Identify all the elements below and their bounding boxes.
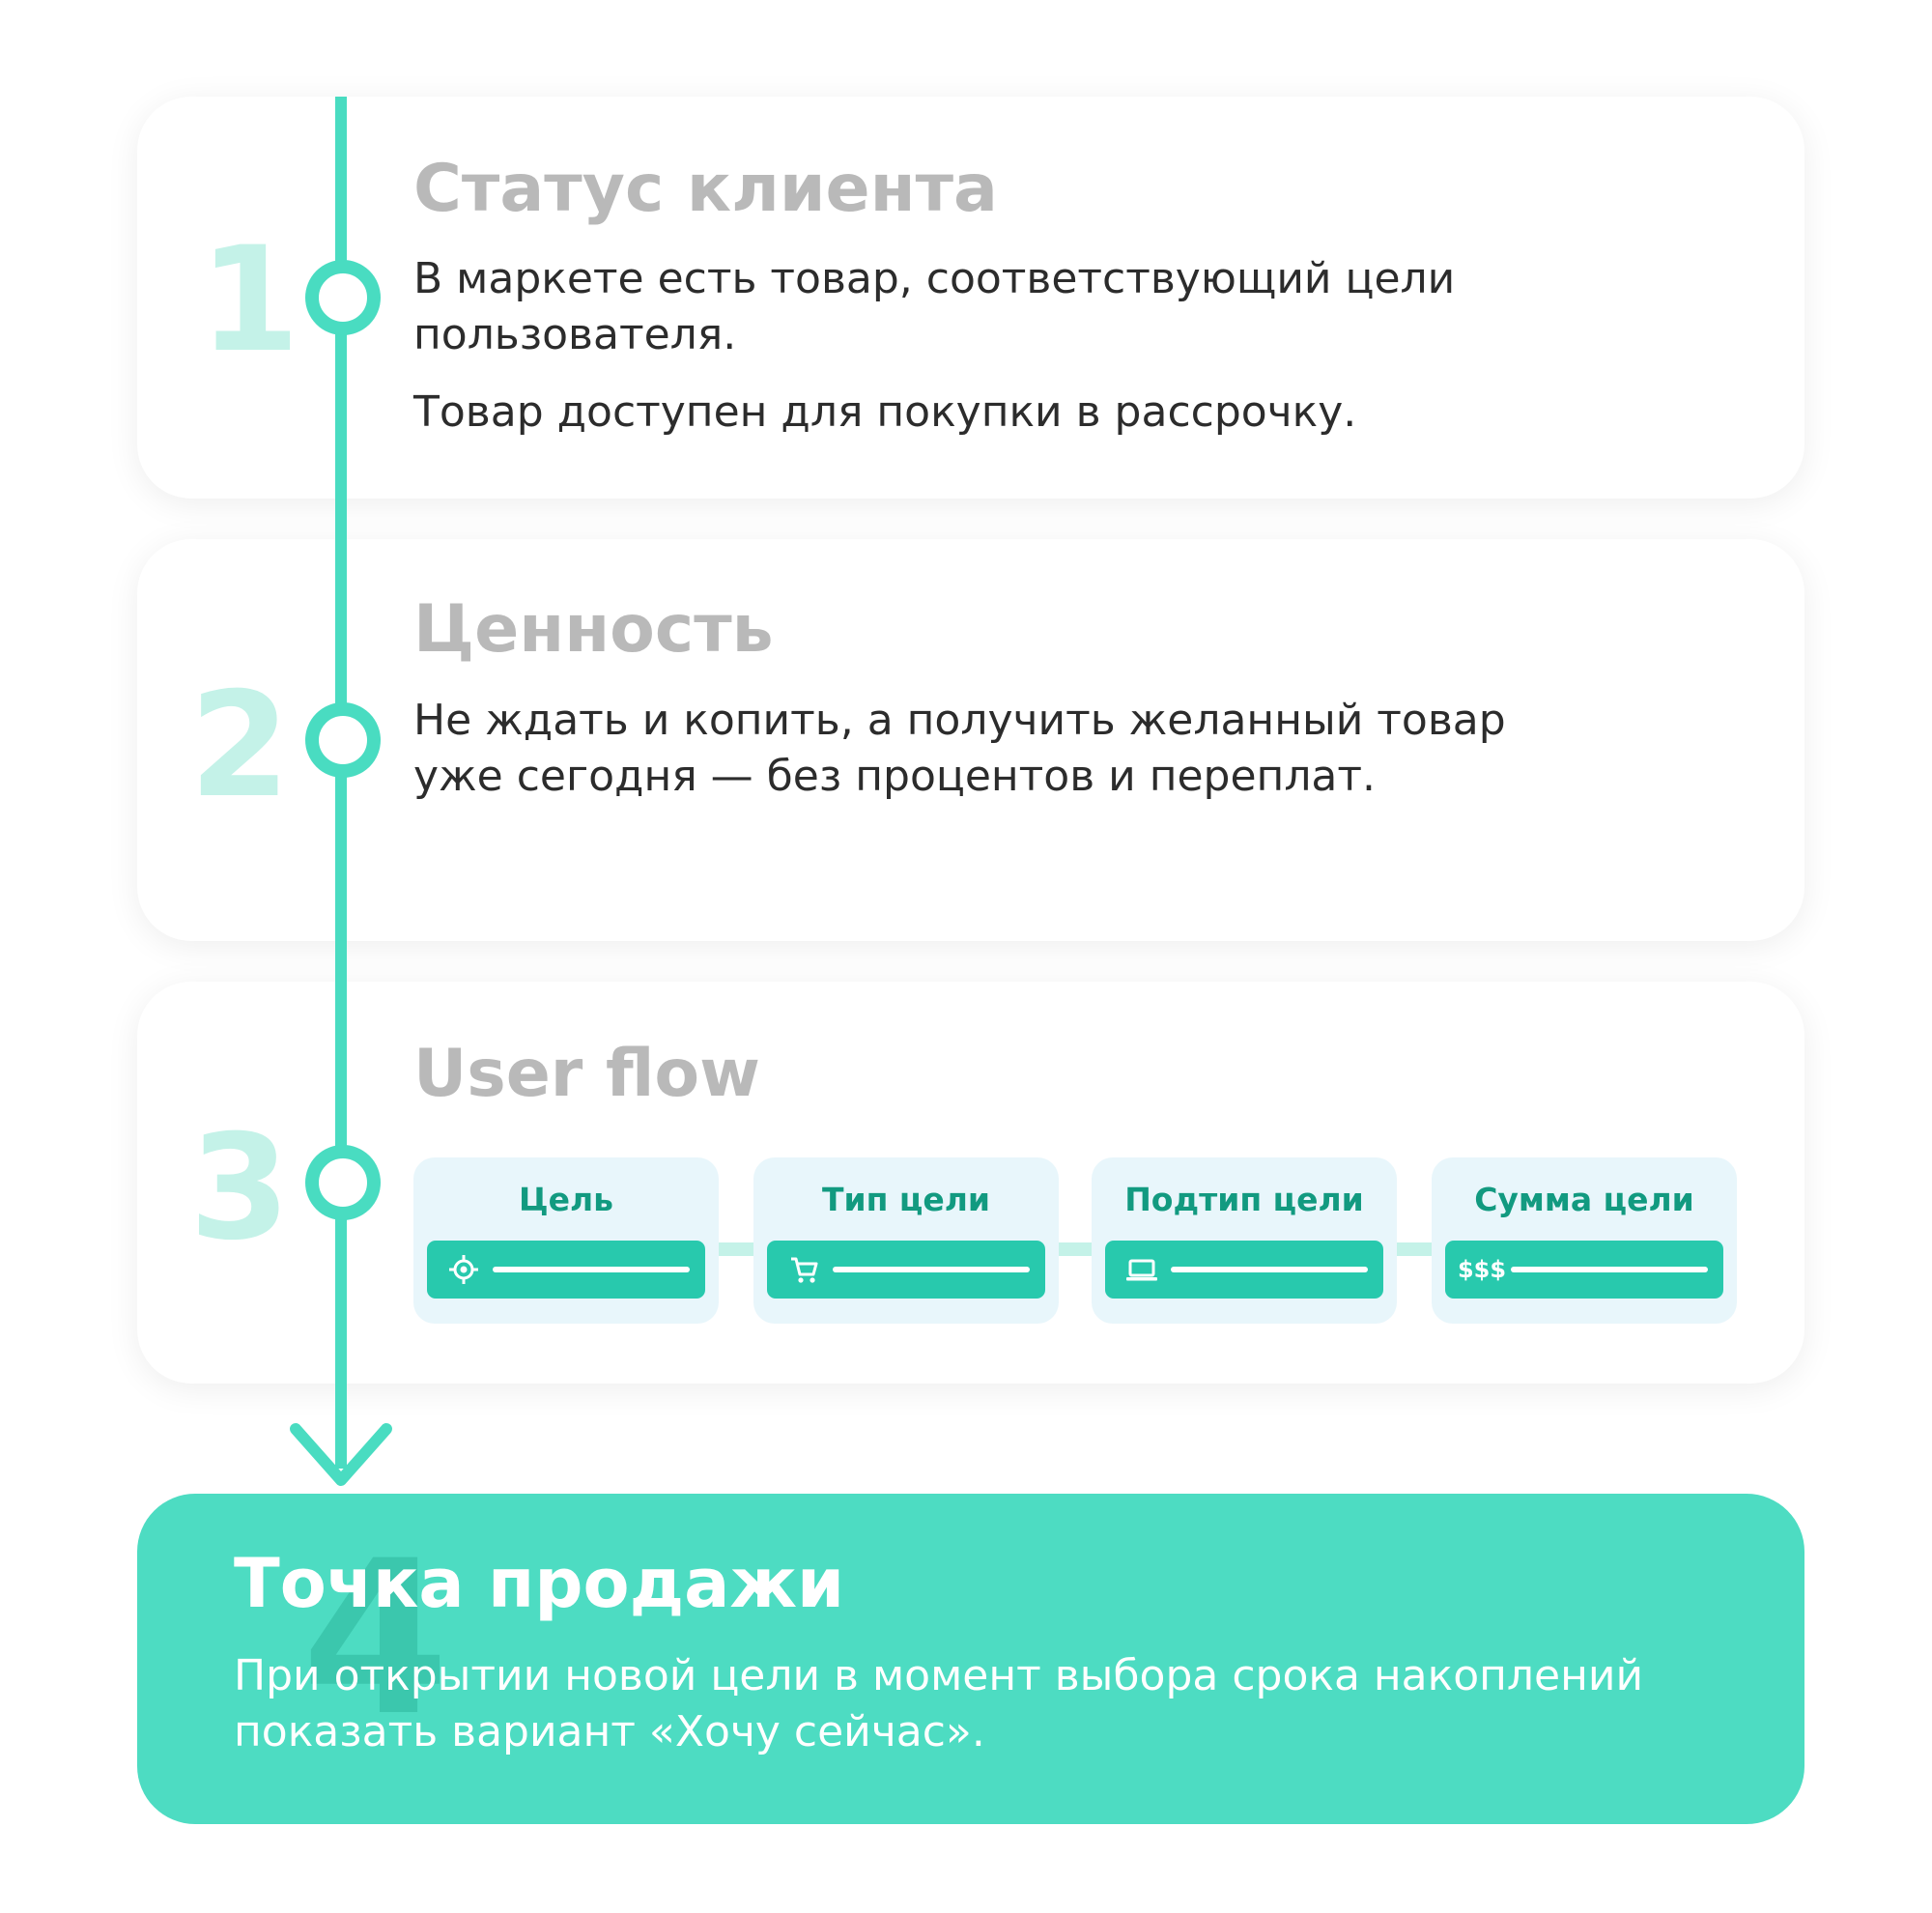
timeline-node [305, 702, 381, 778]
step-text-line: Не ждать и копить, а получить желанный т… [413, 696, 1506, 745]
flow-connector [1055, 1242, 1095, 1256]
step-title: Ценность [413, 591, 774, 668]
flow-step-field [1105, 1241, 1383, 1299]
step-title: Статус клиента [413, 151, 998, 227]
step-number: 4 [301, 1515, 450, 1762]
step-text-line: уже сегодня — без процентов и переплат. [413, 752, 1377, 801]
flow-step-label: Цель [518, 1181, 614, 1218]
field-placeholder-line [493, 1267, 690, 1272]
timeline-node [305, 260, 381, 335]
sale-point-card: 4 Точка продажи При открытии новой цели … [137, 1494, 1804, 1824]
flow-step-goal-type: Тип цели [753, 1157, 1059, 1324]
step-text: В маркете есть товар, соответствующий це… [413, 254, 1456, 359]
field-placeholder-line [1511, 1267, 1708, 1272]
step-number: 2 [189, 662, 291, 830]
step-number: 1 [199, 216, 300, 385]
timeline-node [305, 1145, 381, 1220]
flow-step-label: Тип цели [821, 1181, 991, 1218]
step-text: Не ждать и копить, а получить желанный т… [413, 693, 1506, 805]
field-placeholder-line [1171, 1267, 1368, 1272]
step-number: 3 [189, 1104, 291, 1272]
sale-point-title: Точка продажи [234, 1544, 845, 1623]
flow-step-field [427, 1241, 705, 1299]
flow-step-label: Сумма цели [1474, 1181, 1694, 1218]
field-placeholder-line [833, 1267, 1030, 1272]
flow-step-goal-subtype: Подтип цели [1092, 1157, 1397, 1324]
flow-connector [1393, 1242, 1435, 1256]
step-card-value [137, 539, 1804, 941]
step-title: User flow [413, 1036, 760, 1112]
flow-connector [715, 1242, 757, 1256]
flow-step-field: $$$ [1445, 1241, 1723, 1299]
step-text: Товар доступен для покупки в рассрочку. [413, 387, 1357, 437]
laptop-icon [1122, 1241, 1161, 1299]
dollar-icon: $$$ [1457, 1256, 1507, 1283]
flow-step-goal-amount: Сумма цели $$$ [1432, 1157, 1737, 1324]
flow-step-goal: Цель [413, 1157, 719, 1324]
target-icon [444, 1241, 483, 1299]
cart-icon [784, 1241, 823, 1299]
timeline-line [335, 97, 347, 1469]
flow-step-field [767, 1241, 1045, 1299]
flow-step-label: Подтип цели [1124, 1181, 1364, 1218]
sale-point-text: При открытии новой цели в момент выбора … [234, 1651, 1644, 1756]
arrow-down-icon [290, 1423, 392, 1486]
step-card-client-status [137, 97, 1804, 499]
